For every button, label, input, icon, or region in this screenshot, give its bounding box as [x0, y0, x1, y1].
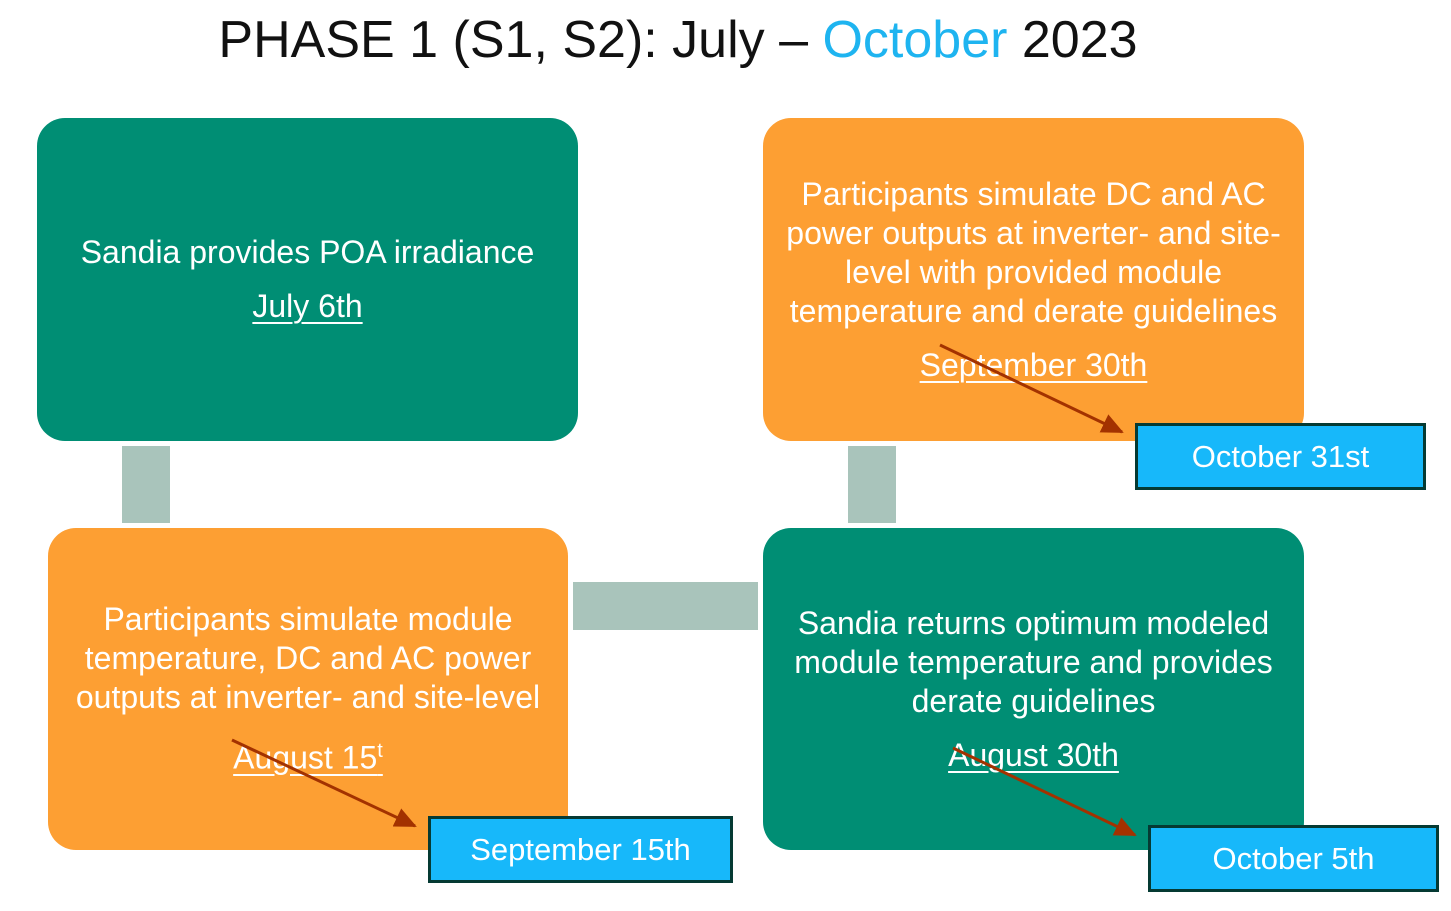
title-text: PHASE 1 (S1, S2): July – [218, 11, 823, 69]
step-box-sandia-returns: Sandia returns optimum modeled module te… [763, 528, 1304, 850]
connector-horizontal [573, 582, 758, 630]
slide-title: PHASE 1 (S1, S2): July – October 2023 [0, 10, 1356, 70]
step-date-sup: t [377, 740, 383, 763]
step-date-main: August 15 [233, 739, 378, 776]
title-accent: October [822, 11, 1008, 69]
step-box-module-temperature-simulation: Participants simulate module temperature… [48, 528, 568, 850]
revised-date-october-31: October 31st [1135, 423, 1426, 490]
step-box-poa-irradiance: Sandia provides POA irradiance July 6th [37, 118, 578, 441]
connector-vertical-left [122, 446, 170, 523]
revised-date-september-15: September 15th [428, 816, 733, 883]
connector-vertical-right [848, 446, 896, 523]
step-date: August 15t [233, 732, 383, 778]
step-text: Participants simulate DC and AC power ou… [786, 175, 1281, 329]
step-date: August 30th [948, 736, 1119, 773]
step-date: September 30th [919, 346, 1148, 383]
step-box-dc-ac-simulation: Participants simulate DC and AC power ou… [763, 118, 1304, 441]
step-text: Sandia provides POA irradiance [80, 234, 535, 270]
title-year: 2023 [1007, 11, 1138, 69]
step-text: Participants simulate module temperature… [75, 601, 541, 716]
step-text: Sandia returns optimum modeled module te… [794, 604, 1273, 719]
step-date: July 6th [252, 288, 363, 324]
revised-date-october-5: October 5th [1148, 825, 1439, 892]
